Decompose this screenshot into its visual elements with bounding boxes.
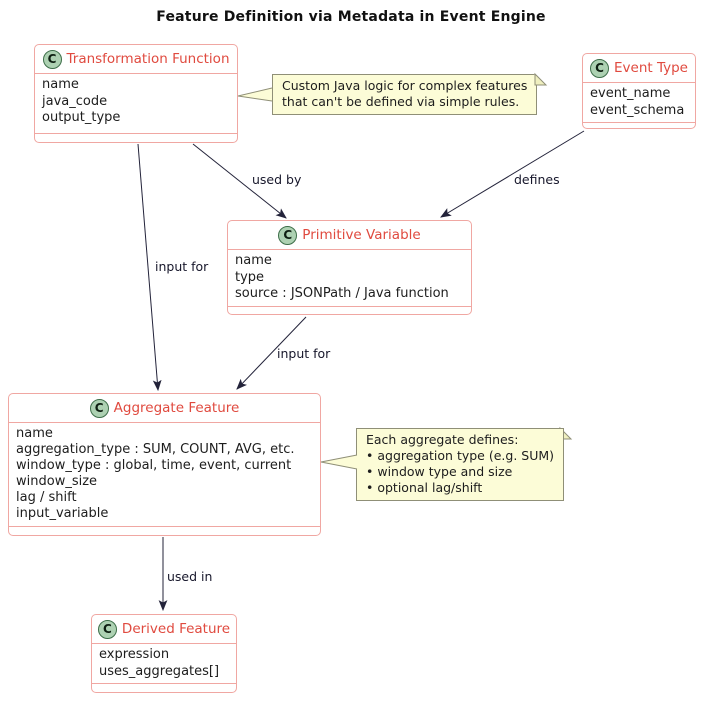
class-field: lag / shift: [16, 490, 77, 505]
class-fields: name java_code output_type: [35, 74, 237, 133]
class-title: Event Type: [614, 60, 688, 76]
class-stereotype-icon: C: [97, 619, 117, 639]
class-empty-compartment: [35, 133, 237, 142]
note-aggregate-feature: Each aggregate defines: • aggregation ty…: [356, 428, 565, 501]
class-stereotype-icon: C: [278, 225, 298, 245]
class-field: uses_aggregates[]: [99, 663, 220, 679]
edge-label-used-by: used by: [252, 172, 302, 187]
class-field: name: [235, 253, 272, 268]
class-empty-compartment: [9, 526, 320, 535]
class-title: Aggregate Feature: [113, 400, 240, 416]
class-field: java_code: [42, 93, 108, 109]
class-field: input_variable: [16, 506, 109, 521]
class-fields: name type source : JSONPath / Java funct…: [228, 250, 471, 306]
class-header: C Aggregate Feature: [9, 394, 320, 423]
class-field: name: [42, 77, 79, 92]
class-field: event_schema: [590, 102, 685, 118]
class-box-derived-feature: C Derived Feature expression uses_aggreg…: [91, 614, 237, 693]
class-title: Transformation Function: [66, 51, 230, 67]
class-stereotype-icon: C: [590, 58, 609, 78]
arrow-event-type-to-primitive: [440, 130, 585, 218]
class-fields: name aggregation_type : SUM, COUNT, AVG,…: [9, 423, 320, 526]
class-box-transformation-function: C Transformation Function name java_code…: [34, 44, 238, 143]
class-field: expression: [99, 647, 170, 662]
class-stereotype-icon: C: [42, 49, 62, 69]
class-title: Primitive Variable: [302, 227, 421, 243]
edge-label-input-for-right: input for: [277, 346, 331, 361]
note-callout-pointer: [237, 87, 273, 102]
class-box-event-type: C Event Type event_name event_schema: [582, 53, 696, 129]
class-fields: expression uses_aggregates[]: [92, 644, 236, 683]
class-fields: event_name event_schema: [583, 83, 695, 122]
class-header: C Event Type: [583, 54, 695, 83]
class-empty-compartment: [92, 683, 236, 692]
class-stereotype-icon: C: [89, 398, 109, 418]
class-box-aggregate-feature: C Aggregate Feature name aggregation_typ…: [8, 393, 321, 536]
class-title: Derived Feature: [121, 621, 231, 637]
edge-label-defines: defines: [514, 172, 560, 187]
class-field: output_type: [42, 110, 121, 125]
class-field: window_size: [16, 474, 98, 489]
class-box-primitive-variable: C Primitive Variable name type source : …: [227, 220, 472, 315]
class-field: name: [16, 426, 53, 441]
class-empty-compartment: [228, 305, 471, 315]
class-field: type: [235, 269, 265, 285]
class-empty-compartment: [583, 122, 695, 128]
class-field: aggregation_type : SUM, COUNT, AVG, etc.: [16, 442, 295, 457]
class-header: C Derived Feature: [92, 615, 236, 644]
class-header: C Transformation Function: [35, 45, 237, 74]
note-transformation-function: Custom Java logic for complex features t…: [272, 74, 538, 115]
class-header: C Primitive Variable: [228, 221, 471, 250]
note-callout-pointer: [320, 454, 358, 470]
class-field: window_type : global, time, event, curre…: [16, 458, 292, 473]
edge-label-used-in: used in: [167, 569, 213, 584]
diagram-title: Feature Definition via Metadata in Event…: [156, 9, 546, 25]
class-field: source : JSONPath / Java function: [235, 286, 449, 301]
class-field: event_name: [590, 86, 671, 101]
edge-label-input-for-left: input for: [155, 259, 209, 274]
